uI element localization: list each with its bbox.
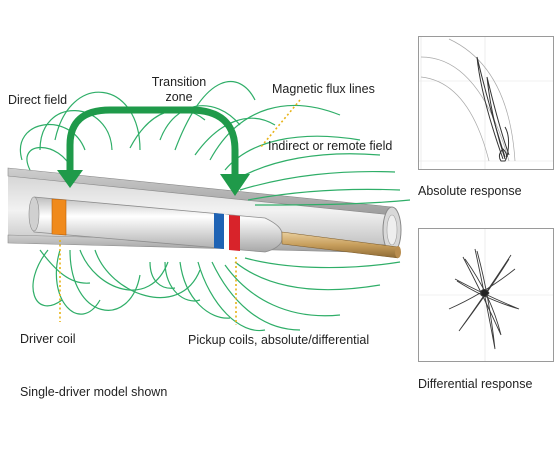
label-driver-coil: Driver coil [20,332,76,346]
absolute-response-panel [418,36,554,170]
label-transition-zone-line2: zone [165,90,193,104]
absolute-response-plot [419,37,553,169]
label-indirect-remote-field: Indirect or remote field [268,139,393,153]
leader-lines [59,99,301,325]
driver-coil [51,198,67,236]
differential-response-panel [418,228,554,362]
differential-response-plot [419,229,553,361]
label-differential-response: Differential response [418,377,533,391]
label-pickup-coils: Pickup coils, absolute/differential [188,333,370,347]
label-magnetic-flux-lines: Magnetic flux lines [272,82,375,96]
label-transition-zone: Transition zone [144,75,214,105]
label-direct-field: Direct field [8,93,68,107]
pickup-coil-white [224,214,229,250]
label-transition-zone-line1: Transition [151,75,207,89]
field-arrow [66,106,239,178]
label-model-note: Single-driver model shown [20,385,168,399]
field-arrow-head [220,174,250,196]
field-arrow-tail [57,170,83,188]
label-absolute-response: Absolute response [418,184,522,198]
flux-lines [19,80,411,332]
pickup-coil-red [229,215,240,251]
pickup-coil-blue [214,213,224,249]
